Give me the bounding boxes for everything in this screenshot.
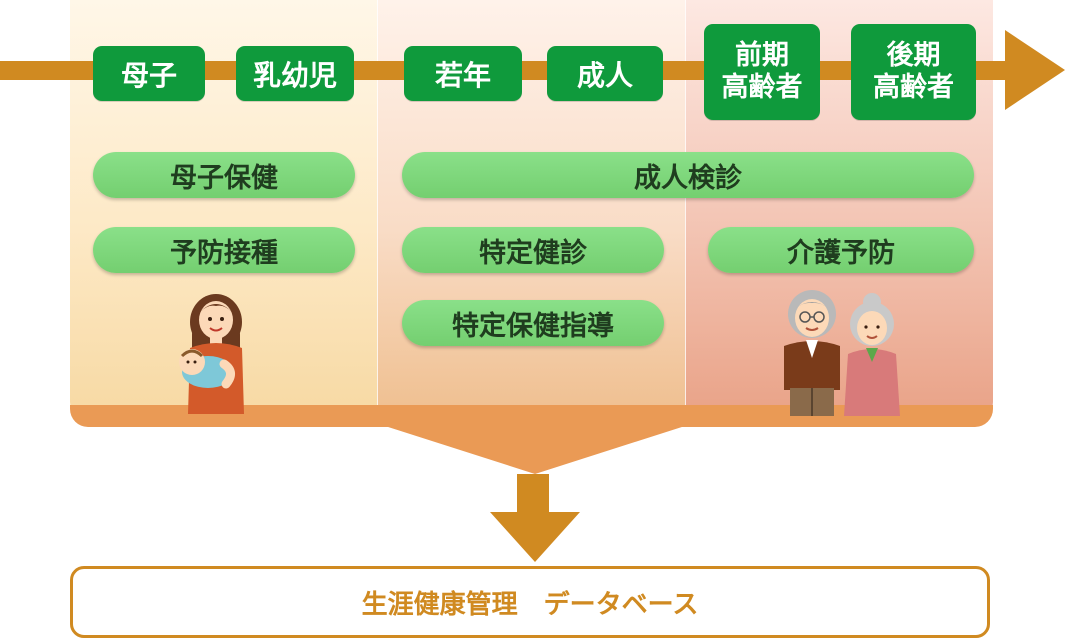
down-arrow-shaft <box>517 474 549 514</box>
stage-label: 若年 <box>434 58 491 92</box>
program-label: 母子保健 <box>170 162 278 194</box>
program-boshi-hoken: 母子保健 <box>93 152 355 198</box>
stage-zenki-koreisha: 前期 高齢者 <box>704 24 820 120</box>
panel-divider <box>377 0 378 418</box>
panel-divider <box>685 0 686 418</box>
stage-label-line-1: 前期 <box>735 40 789 72</box>
stage-seijin: 成人 <box>547 46 663 101</box>
program-label: 予防接種 <box>170 237 278 269</box>
timeline-arrow-head <box>1005 30 1065 110</box>
database-label: 生涯健康管理 データベース <box>361 589 699 620</box>
panel-base <box>70 405 993 427</box>
program-yobo-sesshu: 予防接種 <box>93 227 355 273</box>
stage-label-line-2: 高齢者 <box>721 72 803 103</box>
program-label: 特定健診 <box>479 237 587 269</box>
stage-label: 母子 <box>120 58 177 92</box>
down-arrow-head <box>490 512 580 562</box>
program-kaigo-yobo: 介護予防 <box>708 227 974 273</box>
program-label: 介護予防 <box>787 237 895 269</box>
stage-label-line-2: 高齢者 <box>873 72 954 103</box>
program-seijin-kenshin: 成人検診 <box>402 152 974 198</box>
mother-with-baby-illustration <box>179 294 244 414</box>
stage-koki-koreisha: 後期 高齢者 <box>851 24 976 120</box>
stage-jakunen: 若年 <box>404 46 522 101</box>
stage-label: 乳幼児 <box>252 58 337 92</box>
stage-nyuyoji: 乳幼児 <box>236 46 354 101</box>
program-tokutei-hoken-shido: 特定保健指導 <box>402 300 664 346</box>
stage-label: 成人 <box>576 58 633 92</box>
program-label: 成人検診 <box>634 162 742 194</box>
stage-boshi: 母子 <box>93 46 205 101</box>
elderly-couple-illustration <box>784 290 900 416</box>
program-label: 特定保健指導 <box>452 310 614 342</box>
stage-label-line-1: 後期 <box>886 40 941 72</box>
funnel-shape <box>385 426 685 474</box>
lifelong-health-database-box: 生涯健康管理 データベース <box>70 566 990 638</box>
program-tokutei-kenshin: 特定健診 <box>402 227 664 273</box>
